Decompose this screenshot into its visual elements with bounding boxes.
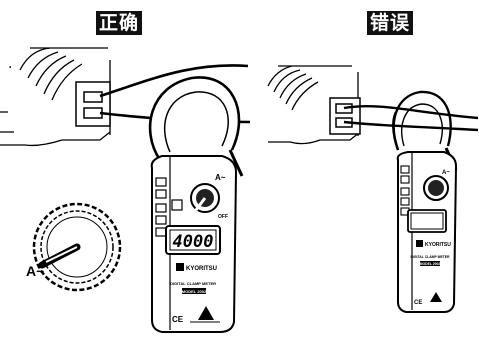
off-mark-left: OFF xyxy=(218,214,228,220)
ce-mark-right: CE xyxy=(414,300,422,306)
wrong-label: 错误 xyxy=(367,11,414,35)
stray-dot: . xyxy=(8,56,12,72)
clamp-meter-right: A~ KYORITSU DIGITAL CLAMP METER MODEL 20… xyxy=(392,90,458,313)
rotary-dial-zoom: A~ xyxy=(26,202,122,292)
ce-mark-left: CE xyxy=(172,315,184,324)
model-line2-right: MODEL 2002 xyxy=(420,262,441,266)
wires-right xyxy=(343,104,479,132)
jaw-front-right xyxy=(392,111,400,151)
brand-label-left: KYORITSU xyxy=(186,266,217,272)
terminal-block-right xyxy=(329,97,361,135)
range-mark-right: A~ xyxy=(442,170,450,176)
range-mark-left: A~ xyxy=(215,173,226,182)
clamp-meter-left: A~ OFF 4000 KYORITSU DIGITAL CLAMP METER… xyxy=(148,76,244,333)
breaker-panel-right xyxy=(267,65,361,145)
dial-range-mark: A~ xyxy=(26,263,44,279)
terminal-block-left xyxy=(75,81,111,127)
correct-label: 正确 xyxy=(96,11,143,35)
model-line2-left: MODEL 2002 xyxy=(182,289,207,294)
model-line1-left: DIGITAL CLAMP METER xyxy=(170,281,216,286)
meter-display: 4000 xyxy=(173,232,214,252)
brand-label-right: KYORITSU xyxy=(425,242,451,248)
model-line1-right: DIGITAL CLAMP METER xyxy=(411,255,451,259)
